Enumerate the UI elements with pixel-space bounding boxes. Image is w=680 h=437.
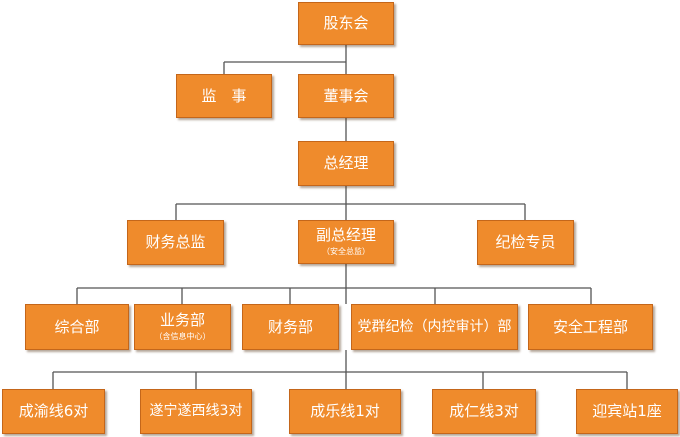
node-dept-finance: 财务部: [242, 304, 339, 350]
node-line-suining-suixi: 遂宁遂西线3对: [140, 389, 252, 434]
node-label: 业务部: [159, 311, 205, 329]
node-dept-general-affairs: 综合部: [25, 304, 129, 350]
node-finance-director: 财务总监: [127, 220, 224, 265]
node-label: 综合部: [54, 317, 100, 336]
node-label: 党群纪检（内控审计）部: [357, 318, 512, 335]
node-board: 董事会: [298, 74, 394, 118]
node-label: 成仁线3对: [449, 402, 519, 420]
node-label: 遂宁遂西线3对: [149, 403, 243, 419]
node-dept-safety-engineering: 安全工程部: [528, 304, 653, 350]
node-label: 成渝线6对: [18, 402, 89, 420]
node-label: 安全工程部: [552, 317, 628, 336]
node-general-manager: 总经理: [298, 141, 394, 186]
node-label: 财务部: [267, 317, 313, 336]
node-label: 成乐线1对: [310, 402, 380, 420]
node-label: 纪检专员: [495, 233, 556, 251]
node-label: 副总经理: [315, 226, 376, 244]
node-line-chengren: 成仁线3对: [432, 389, 536, 434]
node-station-yingbin: 迎宾站1座: [576, 389, 678, 434]
node-sublabel: （安全总监）: [322, 247, 370, 256]
node-sublabel: （含信息中心）: [154, 332, 211, 341]
node-dept-party-mass: 党群纪检（内控审计）部: [351, 304, 518, 350]
node-supervisor: 监 事: [176, 74, 272, 118]
node-deputy-gm: 副总经理 （安全总监）: [298, 220, 394, 264]
node-dept-business: 业务部 （含信息中心）: [134, 304, 231, 350]
node-label: 监 事: [201, 86, 247, 105]
node-line-chengle: 成乐线1对: [289, 389, 401, 434]
node-label: 财务总监: [145, 233, 206, 251]
node-discipline-officer: 纪检专员: [477, 220, 574, 265]
node-label: 股东会: [323, 14, 369, 32]
node-label: 董事会: [323, 86, 369, 105]
node-shareholders-meeting: 股东会: [298, 2, 394, 45]
node-label: 迎宾站1座: [592, 402, 662, 420]
node-line-chengyu: 成渝线6对: [2, 389, 105, 434]
node-label: 总经理: [323, 154, 369, 172]
